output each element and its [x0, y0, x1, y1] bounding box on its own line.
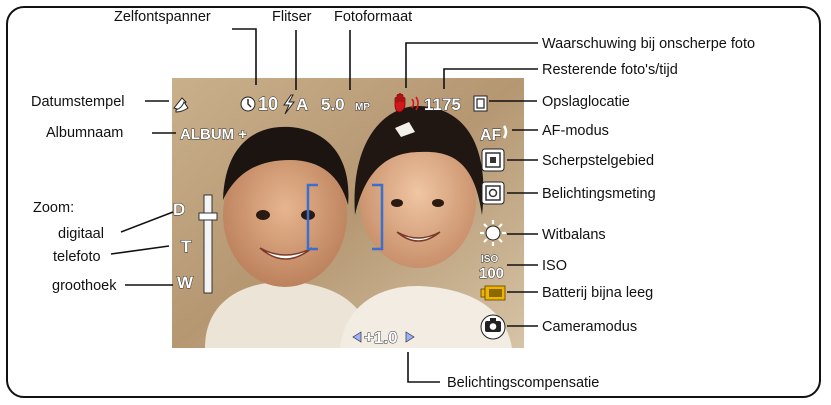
label-date-stamp: Datumstempel: [31, 94, 124, 110]
label-battery-low: Batterij bijna leeg: [542, 285, 653, 301]
photo-preview: [172, 78, 524, 348]
af-mode-icon: AF: [480, 127, 502, 144]
exposure-comp-value: +1.0: [364, 328, 398, 347]
camera-mode-icon: [480, 314, 506, 340]
label-camera-mode: Cameramodus: [542, 319, 637, 335]
blur-warning-icon: [394, 93, 419, 113]
focus-brackets: [306, 183, 384, 251]
label-zoom: Zoom:: [33, 200, 74, 216]
self-timer-value: 10: [258, 94, 278, 114]
self-timer-icon: [240, 96, 256, 112]
label-remaining: Resterende foto's/tijd: [542, 62, 678, 78]
remaining-count: 1175: [424, 95, 461, 114]
exposure-right-arrow-icon: [405, 331, 415, 343]
zoom-slider: [198, 194, 218, 294]
label-self-timer: Zelfontspanner: [114, 9, 211, 25]
iso-value: 100: [479, 265, 504, 282]
date-stamp-icon: [173, 97, 189, 113]
label-exposure-metering: Belichtingsmeting: [542, 186, 656, 202]
battery-low-icon: [480, 285, 506, 301]
zoom-digital-marker: D: [173, 200, 185, 219]
label-white-balance: Witbalans: [542, 227, 606, 243]
label-zoom-telephoto: telefoto: [53, 249, 101, 265]
label-af-mode: AF-modus: [542, 123, 609, 139]
label-flash: Flitser: [272, 9, 312, 25]
leader-lines: [110, 28, 538, 383]
label-album-name: Albumnaam: [46, 125, 123, 141]
label-zoom-digital: digitaal: [58, 226, 104, 242]
photo-size-unit: MP: [355, 102, 370, 113]
exposure-left-arrow-icon: [352, 331, 362, 343]
photo-size-value: 5.0: [321, 95, 345, 114]
flash-icon: [283, 94, 295, 115]
af-mode-bracket: [502, 125, 508, 139]
label-exposure-compensation: Belichtingscompensatie: [447, 375, 599, 391]
iso-label: ISO: [481, 254, 498, 265]
label-focus-area: Scherpstelgebied: [542, 153, 654, 169]
zoom-telephoto-marker: T: [181, 237, 192, 256]
label-storage-location: Opslaglocatie: [542, 94, 630, 110]
label-iso: ISO: [542, 258, 567, 274]
label-blur-warning: Waarschuwing bij onscherpe foto: [542, 36, 755, 52]
exposure-metering-icon: [481, 181, 505, 205]
diagram-frame: [6, 6, 821, 398]
white-balance-icon: [480, 220, 506, 246]
label-photo-size: Fotoformaat: [334, 9, 412, 25]
focus-area-icon: [481, 148, 505, 172]
flash-mode: A: [296, 95, 308, 114]
storage-location-icon: [473, 95, 488, 112]
zoom-wide-marker: W: [177, 273, 194, 292]
album-name: ALBUM +: [180, 126, 247, 143]
label-zoom-wide: groothoek: [52, 278, 117, 294]
